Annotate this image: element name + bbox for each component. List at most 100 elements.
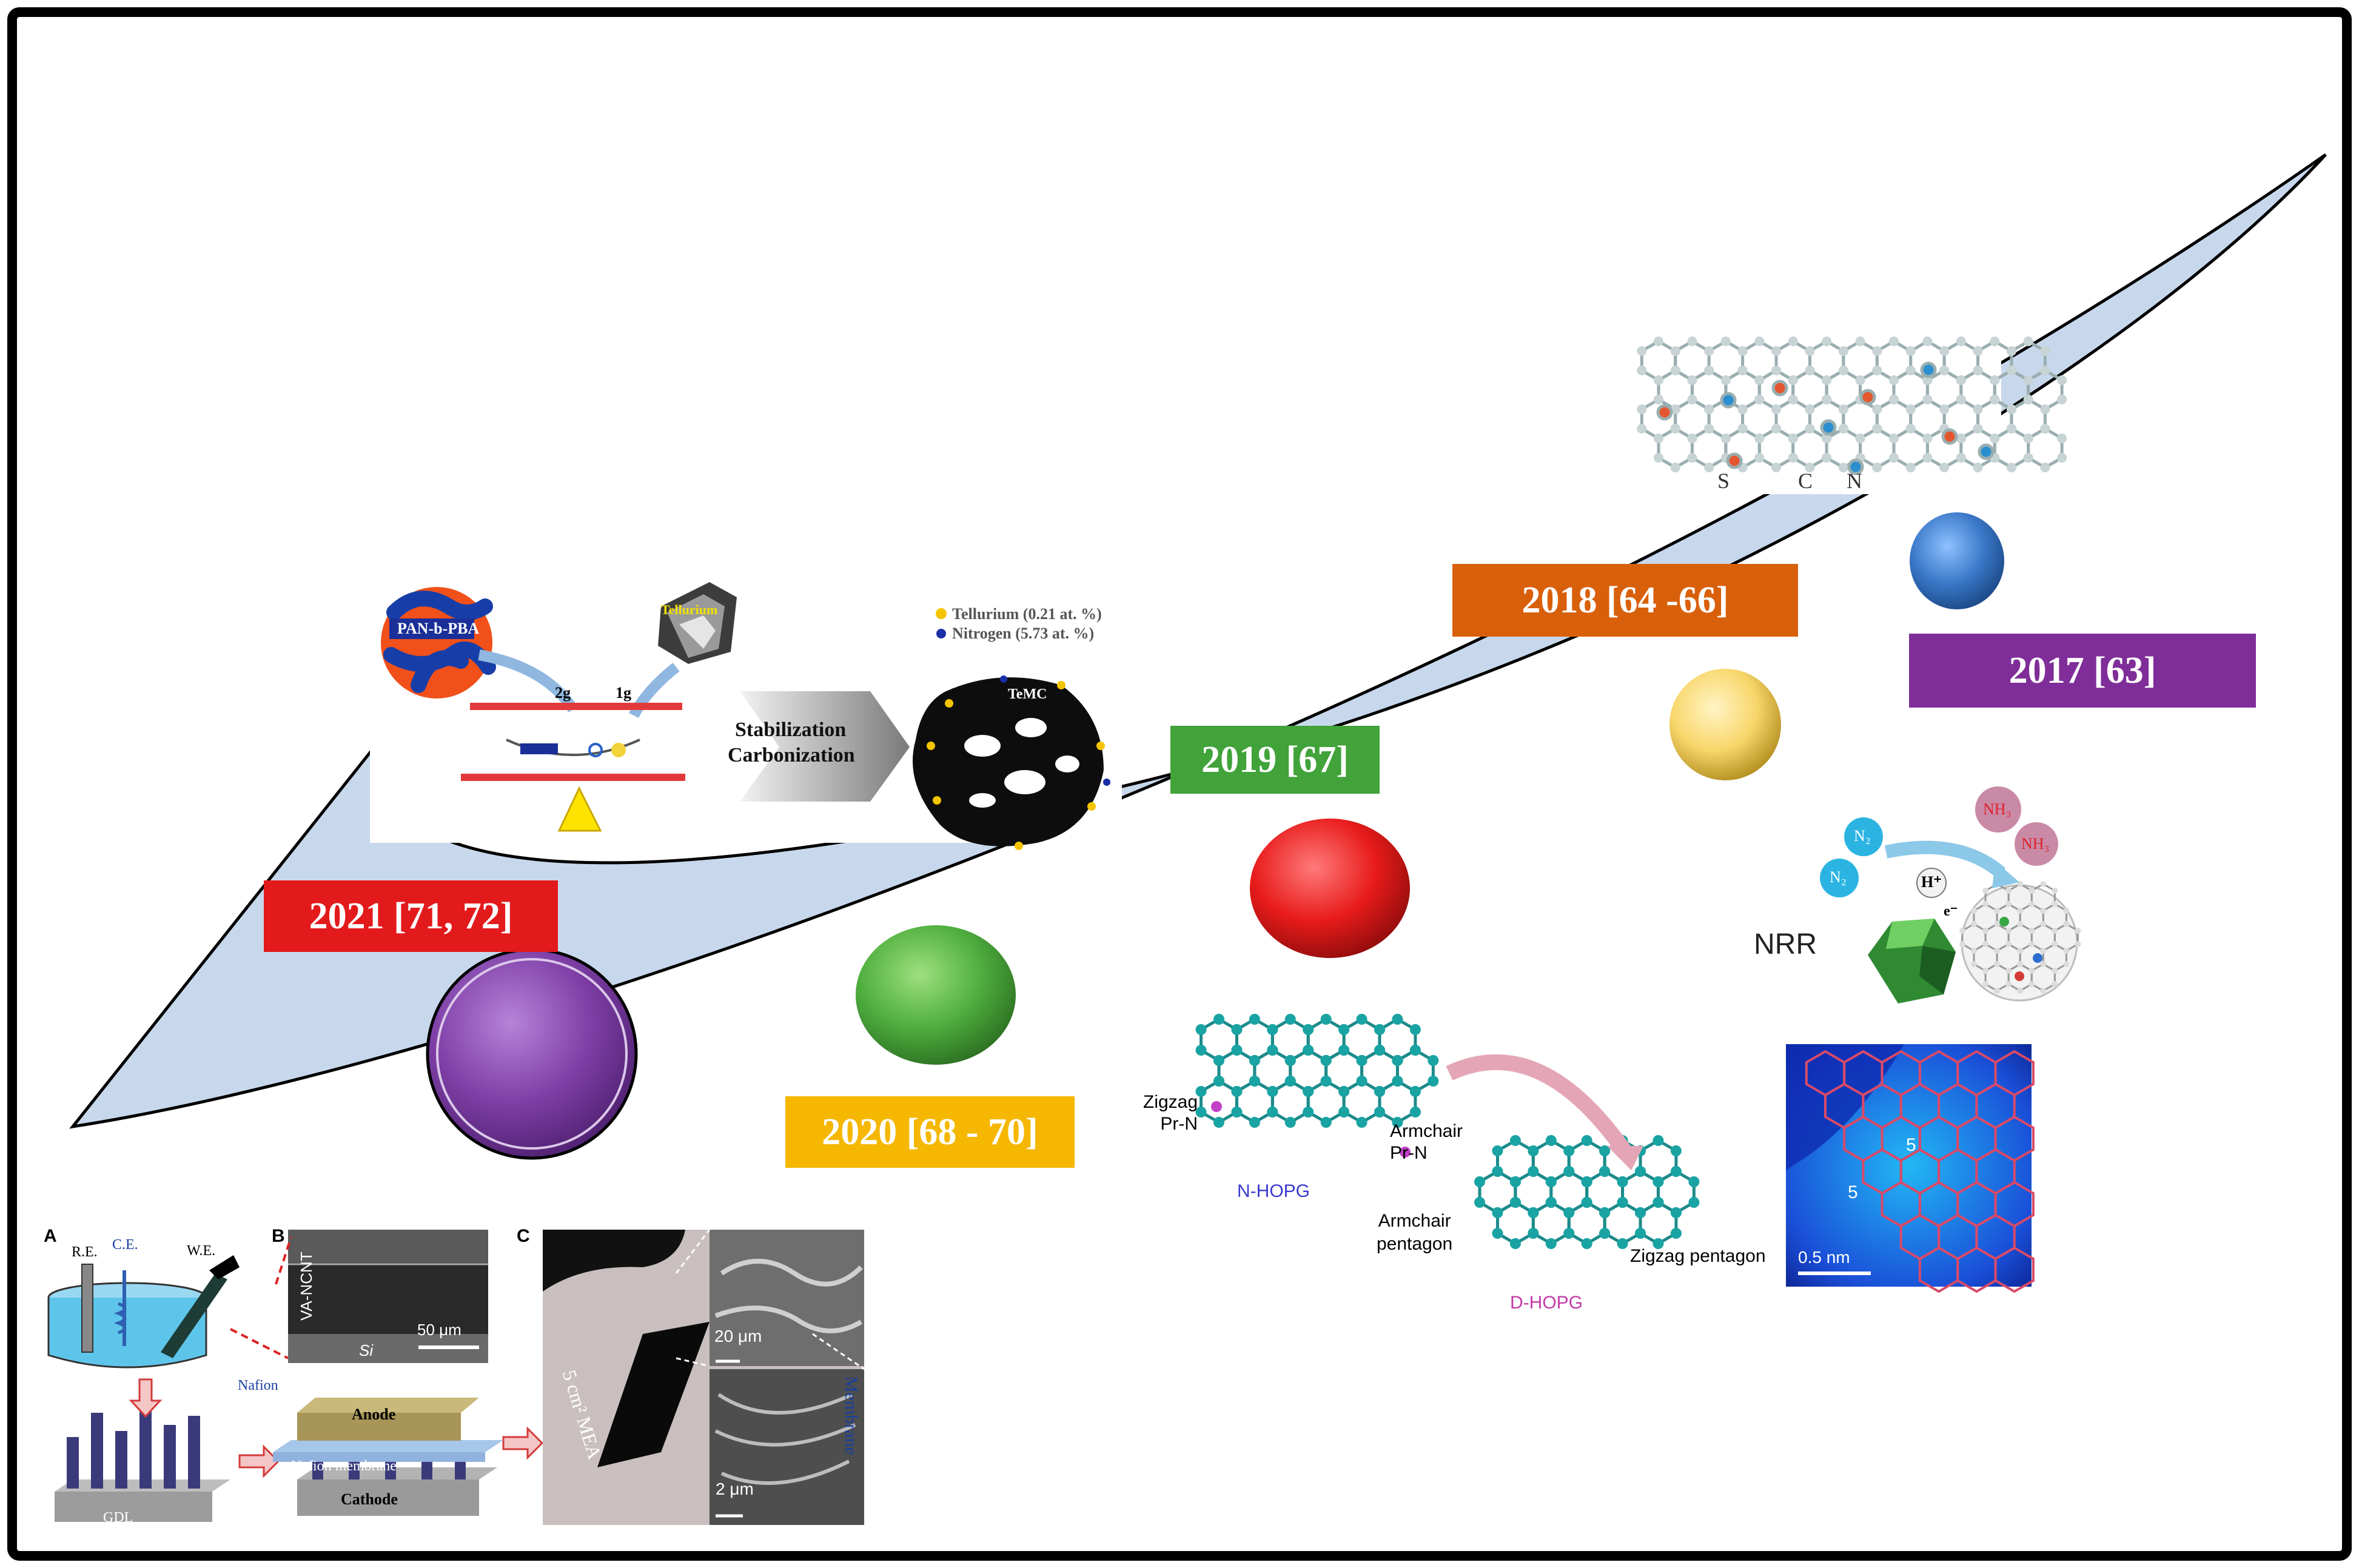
lattice-atom (1617, 1197, 1628, 1208)
scn-s-label: S (1717, 469, 1730, 493)
lattice-atom (1392, 1076, 1403, 1087)
lattice-atom (1788, 395, 1798, 404)
lattice-atom (1249, 1055, 1260, 1066)
lattice-atom (1720, 337, 1731, 346)
lattice-atom (2017, 881, 2024, 887)
lattice-atom (1409, 1024, 1421, 1035)
lattice-atom (1822, 337, 1832, 346)
lattice-atom (1990, 337, 2000, 346)
lattice-atom (1788, 375, 1798, 385)
arrow-right-gdl (238, 1444, 280, 1478)
lattice-atom (1971, 921, 1977, 927)
transform-arrowhead (1607, 1146, 1643, 1170)
lattice-atom (2040, 463, 2050, 472)
mea-photo-c (543, 1229, 865, 1525)
sem-image-b (230, 1230, 488, 1363)
lattice-atom (1617, 1176, 1628, 1187)
lattice-atom (1338, 1024, 1350, 1035)
lattice-atom (1888, 453, 1899, 463)
lattice-atom (1822, 453, 1832, 463)
lattice-atom (1872, 463, 1882, 472)
pan-pba-blob (381, 587, 496, 699)
lattice-atom (2040, 404, 2050, 414)
lattice-atom (1754, 375, 1765, 385)
lattice-atom (2023, 375, 2033, 385)
lattice-atom (1922, 434, 1933, 443)
h-label: H⁺ (1921, 873, 1942, 891)
tellurium-rock (658, 582, 737, 664)
lattice-atom (1973, 463, 1983, 472)
tellurium-label: Tellurium (661, 602, 718, 617)
lattice-atom (1872, 346, 1882, 356)
lattice-atom (1195, 1107, 1207, 1117)
lattice-atom (1905, 404, 1916, 414)
nh3-bubble-2 (2015, 822, 2058, 866)
lattice-atom (1653, 1197, 1664, 1208)
lattice-atom (1982, 941, 1989, 947)
lattice-atom (1788, 337, 1798, 346)
label-2018-text: 2018 [64 -66] (1522, 579, 1729, 621)
lattice-atom (2023, 337, 2033, 346)
lattice-atom (1939, 366, 1950, 375)
lattice-atom (2057, 375, 2067, 385)
nrr-catalyst (1868, 840, 2081, 1003)
lattice-atom (2028, 928, 2035, 934)
lattice-atom (1374, 1107, 1386, 1117)
lattice-atom (1754, 337, 1765, 346)
membrane-label: Nafion membrane (291, 1458, 397, 1474)
lattice-atom (2023, 434, 2033, 443)
lattice-atom (1905, 463, 1916, 472)
lattice-atom (1982, 901, 1989, 907)
lattice-atom (1428, 1076, 1439, 1087)
panel-b-label: B (272, 1226, 285, 1246)
scale-c1-label: 20 μm (714, 1327, 762, 1345)
scale-c2-label: 2 μm (716, 1479, 754, 1498)
lattice-atom (1704, 424, 1714, 434)
lattice-atom (1528, 1145, 1539, 1156)
lattice-atom (1922, 395, 1933, 404)
lattice-atom (1231, 1107, 1243, 1117)
lattice-atom (1956, 395, 1966, 404)
stm-five-a: 5 (1906, 1135, 1916, 1155)
lattice-atom (1822, 434, 1832, 443)
lattice-atom (1956, 337, 1966, 346)
lattice-atom (1737, 346, 1748, 356)
lattice-atom (1922, 337, 1933, 346)
lattice-atom (2023, 453, 2033, 463)
lattice-atom (1982, 968, 1989, 974)
lattice-atom (1704, 463, 1714, 472)
lattice-atom (2063, 908, 2070, 914)
lattice-atom (1771, 404, 1781, 414)
lattice-atom (1872, 366, 1882, 375)
lattice-atom (2040, 424, 2050, 434)
bubble-2018 (1669, 669, 1781, 780)
lattice-atom (1771, 424, 1781, 434)
lattice-atom (1213, 1117, 1224, 1128)
label-2020: 2020 [68 - 70] (785, 1096, 1075, 1168)
lattice-atom (1267, 1086, 1278, 1097)
lattice-atom (2040, 366, 2050, 375)
dopant-atom (1847, 458, 1864, 475)
lattice-atom (1737, 424, 1748, 434)
lattice-atom (1754, 453, 1765, 463)
lattice-atom (2040, 988, 2047, 994)
panel-c-label: C (517, 1226, 530, 1246)
label-2017: 2017 [63] (1909, 634, 2256, 708)
lattice-atom (1990, 395, 2000, 404)
dopant-atom (1726, 452, 1743, 469)
lattice-atom (1653, 1238, 1664, 1249)
lattice-atom (1653, 1176, 1664, 1187)
lattice-atom (2017, 908, 2024, 914)
beaker (47, 1255, 240, 1369)
we-label: W.E. (187, 1243, 216, 1259)
dopant-atom (1771, 380, 1788, 397)
lattice-atom (1637, 346, 1647, 356)
lattice-atom (1855, 337, 1865, 346)
lattice-atom (2052, 888, 2058, 894)
lattice-atom (1994, 961, 2001, 967)
lattice-atom (2028, 941, 2035, 947)
lattice-atom (1670, 1228, 1682, 1239)
lattice-atom (1545, 1238, 1557, 1249)
lattice-atom (1838, 366, 1848, 375)
lattice-atom (2040, 961, 2047, 967)
